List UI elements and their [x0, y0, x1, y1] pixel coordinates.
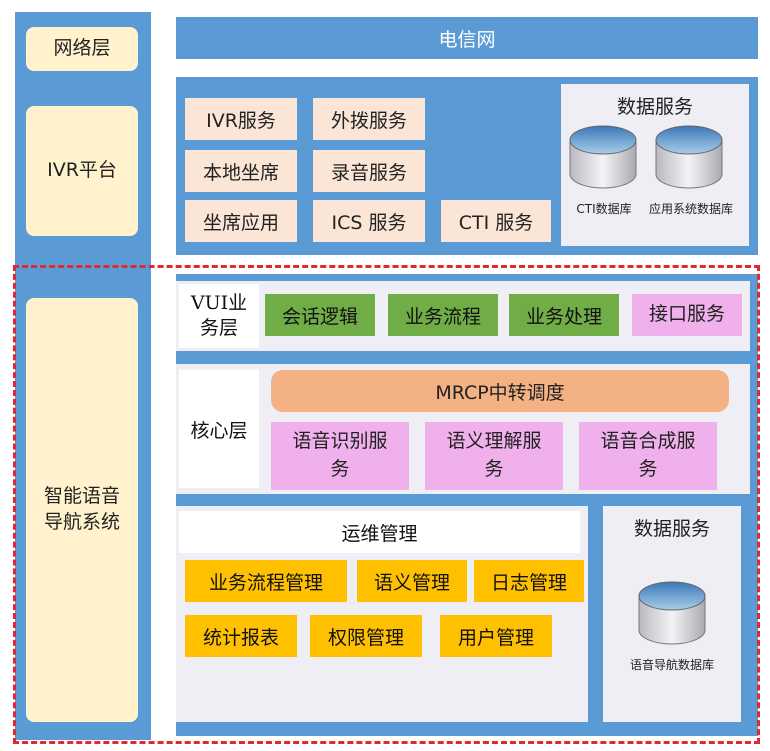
ops-title: 运维管理 [179, 511, 580, 553]
local-agent-box: 本地坐席 [185, 150, 297, 192]
mrcp-bar: MRCP中转调度 [271, 370, 729, 412]
ops-item-flow-mgmt: 业务流程管理 [185, 560, 347, 602]
core-item-speech-recognition: 语音识别服务 [271, 422, 409, 490]
app-database-icon [655, 125, 723, 189]
vui-item-business-processing: 业务处理 [509, 294, 619, 336]
core-item-semantic-understanding: 语义理解服务 [425, 422, 563, 490]
vui-item-interface-service: 接口服务 [632, 294, 742, 336]
telecom-bar: 电信网 [176, 17, 758, 59]
core-item-speech-synthesis: 语音合成服务 [579, 422, 717, 490]
ivr-service-box: IVR服务 [185, 98, 297, 140]
ops-item-user-mgmt: 用户管理 [440, 615, 552, 657]
telecom-label: 电信网 [438, 28, 496, 51]
vui-layer-text: VUI业务层 [190, 292, 248, 339]
intelligent-nav-text: 智能语音导航系统 [43, 485, 120, 533]
recording-service-box: 录音服务 [313, 150, 425, 192]
data-service-top-title: 数据服务 [616, 96, 693, 118]
speech-recognition-text: 语音识别服务 [292, 430, 388, 480]
cti-database-icon [569, 125, 637, 189]
data-service-bottom-title: 数据服务 [633, 518, 710, 540]
ivr-platform-label: IVR平台 [26, 106, 138, 236]
intelligent-nav-label: 智能语音导航系统 [26, 298, 138, 722]
cti-db-label: CTI数据库 [576, 202, 632, 216]
ops-item-log-mgmt: 日志管理 [474, 560, 584, 602]
ops-item-statistics: 统计报表 [185, 615, 297, 657]
vui-item-session-logic: 会话逻辑 [265, 294, 375, 336]
cti-service-box: CTI 服务 [441, 200, 551, 242]
nav-database-icon [638, 581, 706, 645]
app-db-label: 应用系统数据库 [648, 202, 733, 216]
agent-app-box: 坐席应用 [185, 200, 297, 242]
network-layer-label: 网络层 [26, 27, 138, 71]
speech-synthesis-text: 语音合成服务 [600, 430, 696, 480]
ops-item-permission-mgmt: 权限管理 [310, 615, 422, 657]
vui-layer-label: VUI业务层 [179, 284, 259, 348]
semantic-understanding-text: 语义理解服务 [446, 430, 542, 480]
nav-db-label: 语音导航数据库 [629, 658, 714, 672]
core-layer-label: 核心层 [179, 370, 259, 488]
nav-system-boundary [13, 265, 760, 744]
ops-item-semantic-mgmt: 语义管理 [357, 560, 467, 602]
ics-service-box: ICS 服务 [313, 200, 425, 242]
vui-item-business-flow: 业务流程 [388, 294, 498, 336]
outbound-service-box: 外拨服务 [313, 98, 425, 140]
